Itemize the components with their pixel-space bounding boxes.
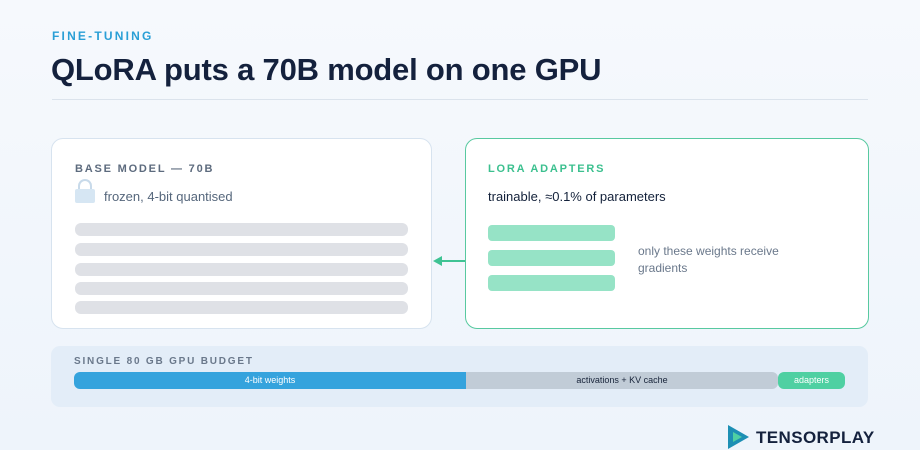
budget-segment-weights: 4-bit weights <box>74 372 466 389</box>
title-divider <box>52 99 868 100</box>
gradient-arrow-head-icon <box>433 255 442 266</box>
adapter-bar <box>488 275 615 291</box>
frozen-layer-bar <box>75 243 408 256</box>
gradient-arrow-line <box>440 260 466 262</box>
page-title: QLoRA puts a 70B model on one GPU <box>51 52 602 87</box>
lora-adapters-card: LORA ADAPTERS trainable, ≈0.1% of parame… <box>465 138 869 329</box>
play-logo-icon <box>728 425 749 449</box>
lora-adapters-label: LORA ADAPTERS <box>488 163 606 175</box>
lora-adapters-status: trainable, ≈0.1% of parameters <box>488 189 666 204</box>
gpu-budget-label: SINGLE 80 GB GPU BUDGET <box>74 356 254 367</box>
frozen-layer-bar <box>75 301 408 314</box>
base-model-label: BASE MODEL — 70B <box>75 163 215 175</box>
section-eyebrow: FINE-TUNING <box>52 29 154 43</box>
frozen-layer-bar <box>75 282 408 295</box>
budget-segment-activations: activations + KV cache <box>466 372 778 389</box>
adapter-bar <box>488 250 615 266</box>
base-model-status: frozen, 4-bit quantised <box>104 189 233 204</box>
base-model-card: BASE MODEL — 70B frozen, 4-bit quantised <box>51 138 432 329</box>
brand-logo: TENSORPLAY <box>725 424 875 450</box>
frozen-layer-bar <box>75 223 408 236</box>
gradients-note: only these weights receive gradients <box>638 244 779 275</box>
lock-icon <box>75 179 95 204</box>
budget-segment-adapters: adapters <box>778 372 845 389</box>
adapter-bar <box>488 225 615 241</box>
frozen-layer-bar <box>75 263 408 276</box>
gpu-budget-panel: SINGLE 80 GB GPU BUDGET 4-bit weights ac… <box>51 346 868 407</box>
brand-name: TENSORPLAY <box>756 428 875 447</box>
